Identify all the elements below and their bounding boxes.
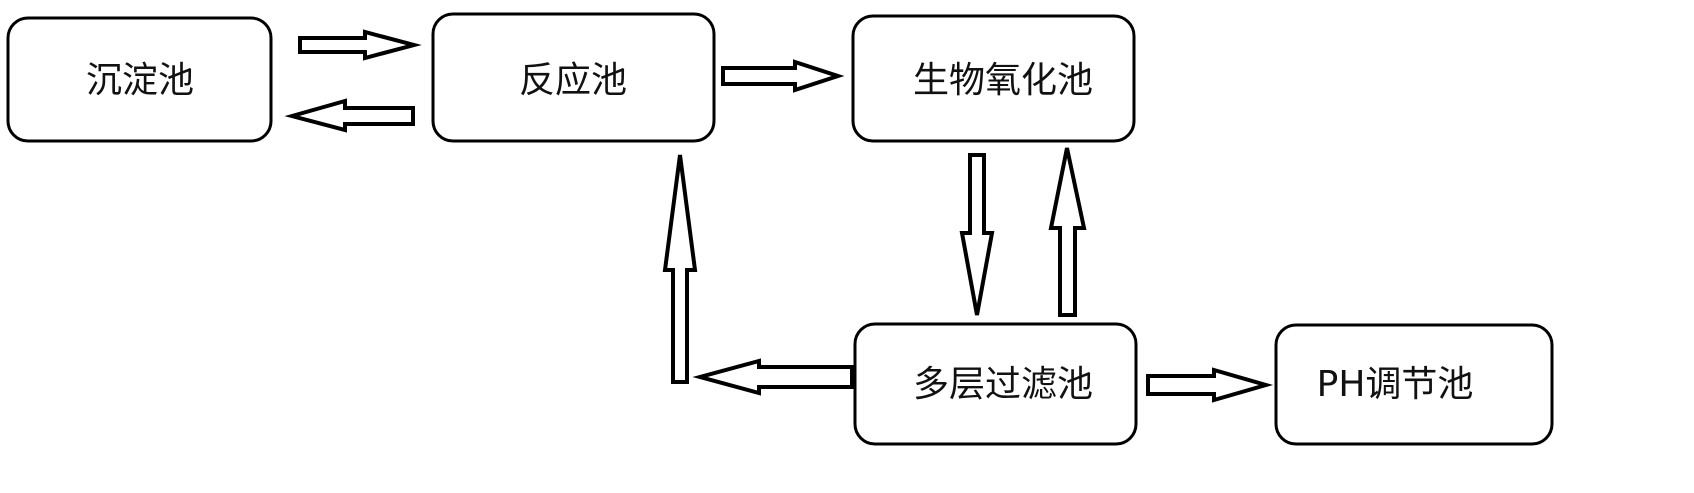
arrow-return-to-reaction [662,154,698,384]
arrow-reaction-to-biological-oxidation [721,59,845,93]
arrow-reaction-to-sedimentation [284,98,415,133]
node-biological-oxidation-label: 生物氧化池 [913,60,1093,101]
node-multilayer-filter: 多层过滤池 [853,322,1138,446]
arrow-multilayer-filter-to-ph-adjustment [1146,367,1274,403]
node-reaction-label: 反应池 [519,60,627,101]
node-sedimentation: 沉淀池 [6,16,273,143]
arrow-multilayer-filter-to-biological-oxidation [1048,147,1087,317]
node-multilayer-filter-label: 多层过滤池 [913,364,1093,405]
arrow-multilayer-filter-to-left [692,358,854,396]
node-ph-adjustment: PH调节池 [1274,323,1554,446]
node-sedimentation-label: 沉淀池 [86,60,194,101]
node-biological-oxidation: 生物氧化池 [851,14,1136,143]
node-reaction: 反应池 [431,12,716,143]
arrow-sedimentation-to-reaction [298,29,422,61]
node-ph-adjustment-label: PH调节池 [1317,364,1474,405]
arrow-biological-oxidation-to-multilayer-filter [959,153,995,316]
